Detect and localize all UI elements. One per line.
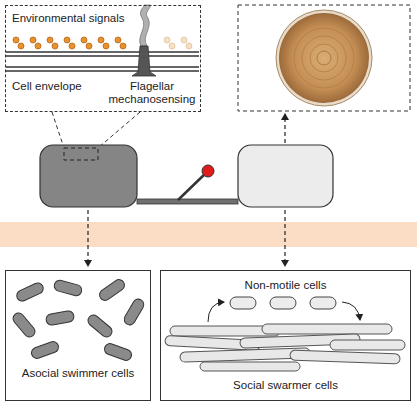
molecules-active	[35, 43, 41, 49]
molecules-active	[86, 43, 92, 49]
toggle-switch	[202, 165, 214, 177]
panel-label: Social swarmer cells	[171, 379, 400, 392]
non-motile-cells	[310, 297, 336, 309]
swimmer-rods	[11, 311, 37, 340]
molecules-active	[52, 43, 58, 49]
flagellum	[132, 5, 156, 76]
non-motile-cells	[230, 297, 256, 309]
molecules-active	[69, 43, 75, 49]
molecules-active	[81, 37, 87, 43]
swimmer-panel: Asocial swimmer cells	[5, 270, 151, 401]
panel-label: Flagellar mechanosensing	[106, 80, 198, 106]
swarmer-panel: Non-motile cellsSocial swarmer cells	[160, 270, 411, 401]
petri-dish	[276, 10, 372, 106]
swimmer-rods	[45, 310, 74, 326]
swimmer-cell	[40, 145, 137, 207]
flagellum	[140, 5, 151, 46]
cell-envelope-lines	[6, 66, 199, 68]
toggle-switch	[137, 199, 238, 204]
petri-dish	[302, 36, 346, 80]
toggle-switch	[178, 172, 207, 200]
panel-label: Cell envelope	[12, 80, 112, 93]
swarmer-filaments	[200, 362, 300, 371]
surface-band	[0, 222, 417, 247]
zoom-panel: Environmental signalsCell envelopeFlagel…	[5, 5, 201, 112]
molecules-active	[103, 43, 109, 49]
petri-dish	[310, 44, 338, 72]
cell-envelope-lines	[6, 55, 199, 57]
petri-dish	[276, 10, 372, 106]
petri-dish	[279, 13, 369, 103]
swarmer-filaments	[165, 324, 405, 371]
molecules-active	[98, 37, 104, 43]
molecules-inactive	[169, 43, 175, 49]
swarmer-filaments	[262, 324, 392, 334]
swimmer-rods	[86, 313, 115, 339]
cell-envelope-lines	[6, 52, 199, 71]
zoom-lines	[98, 112, 140, 148]
zoom-lines	[52, 112, 64, 148]
swimmer-rods	[53, 279, 83, 297]
molecules-active	[13, 37, 19, 43]
panel-label: Environmental signals	[12, 12, 192, 25]
dashed-arrows	[88, 114, 285, 266]
transition-arrows	[208, 302, 224, 322]
zoom-marker	[64, 148, 98, 160]
cell-envelope-lines	[6, 70, 199, 72]
molecules-active	[64, 37, 70, 43]
transition-arrows	[208, 302, 360, 322]
petri-dish	[294, 28, 354, 88]
swimmer-rods	[11, 277, 146, 361]
molecules-active	[120, 43, 126, 49]
non-motile-cells	[270, 297, 296, 309]
dashed-arrows	[87, 210, 88, 266]
cell-envelope-lines	[6, 51, 199, 53]
molecules-inactive	[164, 37, 170, 43]
molecules-inactive	[164, 37, 192, 49]
petri-dish	[286, 20, 362, 96]
molecules-active	[13, 37, 126, 49]
molecules-active	[18, 43, 24, 49]
toggle-switch	[137, 165, 238, 204]
swimmer-rods	[97, 277, 126, 302]
petri-dish	[317, 51, 331, 65]
molecules-active	[30, 37, 36, 43]
molecules-active	[115, 37, 121, 43]
flagellum	[132, 46, 156, 76]
molecules-active	[47, 37, 53, 43]
panel-label: Asocial swimmer cells	[16, 367, 140, 380]
transition-arrows	[342, 302, 360, 320]
molecules-inactive	[186, 43, 192, 49]
swarmer-filaments	[330, 340, 405, 350]
swimmer-rods	[30, 340, 60, 360]
swimmer-rods	[122, 297, 146, 327]
swimmer-rods	[103, 342, 133, 362]
dashed-arrows	[284, 114, 285, 143]
non-motile-cells	[230, 297, 336, 309]
swimmer-rods	[15, 281, 45, 303]
swarmer-cell	[238, 145, 333, 207]
swarmer-filaments	[290, 350, 400, 364]
dashed-arrows	[284, 210, 285, 266]
molecules-inactive	[181, 37, 187, 43]
panel-label: Non-motile cells	[171, 279, 400, 292]
petri-dish-frame	[238, 5, 410, 111]
